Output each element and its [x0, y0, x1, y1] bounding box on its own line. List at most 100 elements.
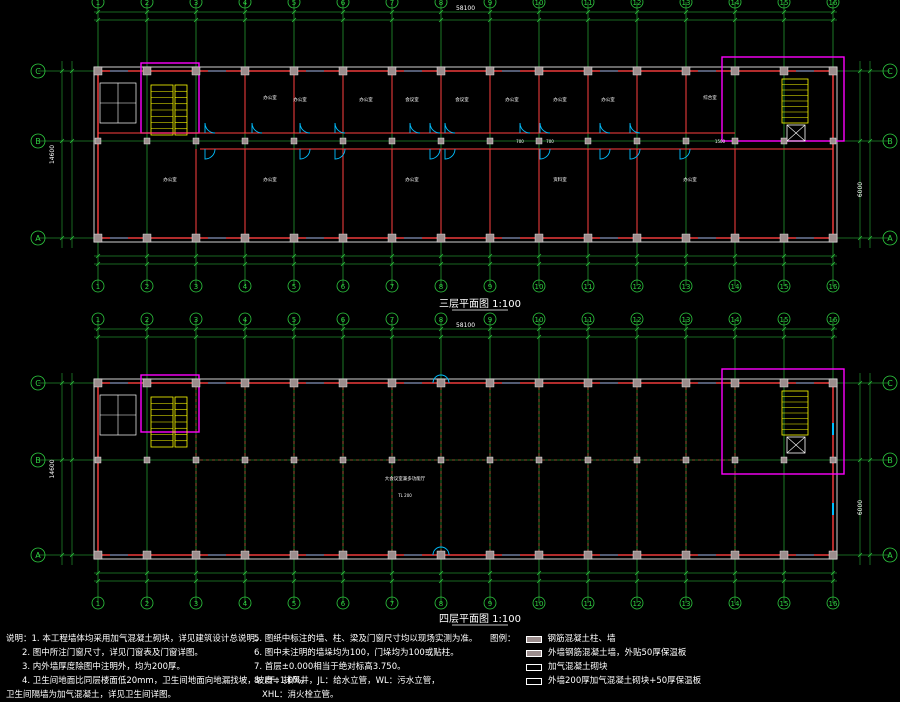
- structural-column: [828, 66, 838, 76]
- dimension-tick: [830, 261, 836, 267]
- room-label: 办公室: [359, 96, 373, 103]
- structural-column: [681, 550, 691, 560]
- dimension-tick: [193, 570, 199, 576]
- grid-axis-bubble: [385, 312, 399, 326]
- grid-axis-number: 13: [682, 600, 691, 608]
- dimension-tick: [867, 380, 873, 386]
- grid-axis-bubble: [189, 312, 203, 326]
- grid-axis-bubble: [532, 0, 546, 9]
- structural-column: [584, 137, 592, 145]
- dimension-tick: [438, 326, 444, 332]
- dimension-tick: [291, 17, 297, 23]
- grid-axis-number: 3: [194, 600, 198, 608]
- dimension-tick: [438, 334, 444, 340]
- door-swing: [539, 148, 551, 160]
- overall-dimension: 58100: [456, 322, 475, 329]
- dimension-tick: [69, 552, 75, 558]
- structural-column: [633, 456, 641, 464]
- structural-column: [730, 66, 740, 76]
- grid-axis-number: 7: [390, 316, 394, 324]
- grid-axis-bubble: [630, 279, 644, 293]
- grid-axis-bubble: [777, 312, 791, 326]
- legend-item: 外墙钢筋混凝土墙，外贴50厚保温板: [548, 648, 687, 658]
- grid-axis-bubble: [434, 312, 448, 326]
- dimension-tick: [585, 334, 591, 340]
- dimension-tick: [487, 253, 493, 259]
- structural-column: [436, 66, 446, 76]
- door-swing: [519, 122, 531, 134]
- structural-column: [681, 66, 691, 76]
- structural-column: [387, 66, 397, 76]
- structural-column: [535, 137, 543, 145]
- legend-swatch-insulated-block: [526, 677, 542, 685]
- door-swing: [204, 122, 216, 134]
- structural-column: [289, 378, 299, 388]
- grid-axis-bubble: [826, 312, 840, 326]
- dimension-tick: [781, 17, 787, 23]
- design-notes: 说明： 1. 本工程墙体均采用加气混凝土砌块，详见建筑设计总说明。 2. 图中所…: [6, 632, 310, 702]
- grid-axis-bubble: [826, 0, 840, 9]
- grid-axis-bubble: [434, 596, 448, 610]
- grid-axis-number: 12: [633, 600, 642, 608]
- grid-axis-number: 2: [145, 600, 149, 608]
- structural-column: [485, 233, 495, 243]
- outer-wall: [97, 382, 834, 556]
- plan-title-third-floor: 三层平面图 1:100: [439, 298, 521, 310]
- dimension-tick: [193, 17, 199, 23]
- dimension-tick: [291, 326, 297, 332]
- grid-axis-letter: A: [887, 551, 893, 560]
- note-line: 4. 卫生间地面比同层楼面低20mm，卫生间地面向地漏找坡，坡度=1.0%。: [22, 676, 310, 686]
- structural-column: [535, 456, 543, 464]
- structural-column: [731, 456, 739, 464]
- room-label: 会议室: [455, 96, 469, 103]
- grid-axis-bubble: [336, 312, 350, 326]
- grid-axis-number: 15: [780, 600, 789, 608]
- structural-column: [681, 233, 691, 243]
- grid-axis-letter: B: [887, 137, 893, 146]
- grid-axis-bubble: [385, 279, 399, 293]
- note-line: 1. 本工程墙体均采用加气混凝土砌块，详见建筑设计总说明。: [31, 634, 264, 644]
- dimension-tick: [193, 261, 199, 267]
- dimension-tick: [59, 68, 65, 74]
- structural-column: [632, 550, 642, 560]
- grid-axis-bubble: [483, 279, 497, 293]
- room-label: 办公室: [683, 176, 697, 183]
- dimension-tick: [144, 326, 150, 332]
- dimension-tick: [683, 9, 689, 15]
- structural-column: [289, 550, 299, 560]
- legend-swatch-block: [526, 663, 542, 671]
- structural-column: [828, 550, 838, 560]
- dimension-tick: [389, 334, 395, 340]
- grid-axis-number: 14: [731, 283, 740, 291]
- structural-column: [387, 550, 397, 560]
- dimension-tick: [144, 334, 150, 340]
- dimension-tick: [683, 253, 689, 259]
- dimension-tick: [242, 570, 248, 576]
- dimension-tick: [634, 578, 640, 584]
- structural-column: [192, 137, 200, 145]
- grid-axis-bubble: [238, 279, 252, 293]
- structural-column: [339, 456, 347, 464]
- grid-axis-bubble: [882, 452, 898, 468]
- dimension-tick: [193, 326, 199, 332]
- grid-axis-number: 5: [292, 0, 296, 7]
- grid-axis-bubble: [336, 596, 350, 610]
- structural-column: [583, 66, 593, 76]
- dimension-tick: [867, 138, 873, 144]
- door-swing: [429, 122, 441, 134]
- dimension-tick: [95, 261, 101, 267]
- structural-column: [485, 550, 495, 560]
- dimension-tick: [95, 326, 101, 332]
- grid-axis-bubble: [532, 312, 546, 326]
- dimension-tick: [536, 261, 542, 267]
- grid-axis-bubble: [140, 279, 154, 293]
- grid-axis-bubble: [91, 312, 105, 326]
- dimension-tick: [242, 253, 248, 259]
- dimension-tick: [340, 334, 346, 340]
- grid-axis-number: 5: [292, 600, 296, 608]
- dimension-tick: [683, 17, 689, 23]
- dimension-tick: [487, 334, 493, 340]
- structural-column: [289, 66, 299, 76]
- grid-axis-number: 7: [390, 0, 394, 7]
